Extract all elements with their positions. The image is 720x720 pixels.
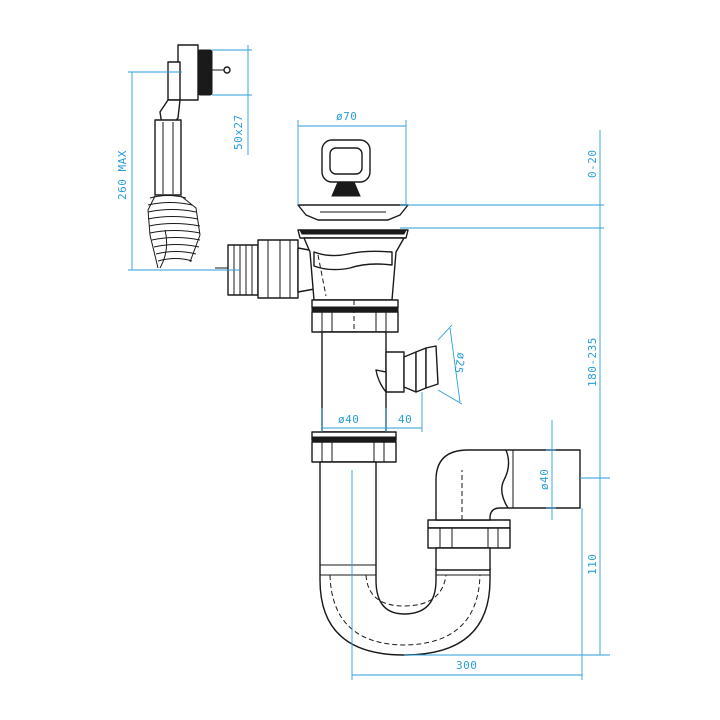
strainer-body — [303, 237, 405, 301]
outlet-height-label: 110 — [586, 554, 599, 575]
overflow-corrugated-hose — [147, 195, 201, 269]
overflow-nut — [257, 239, 299, 299]
side-inlet-base — [385, 351, 405, 393]
pipe-diameter-label: ø40 — [338, 413, 359, 426]
middle-nut — [311, 431, 397, 463]
trap-height-label: 180-235 — [586, 337, 599, 387]
dimensions: 260 MAX 50x27 ø70 0-20 180-235 ø25 ø40 4… — [116, 45, 610, 680]
strainer-assembly — [297, 139, 409, 301]
u-bend — [319, 461, 491, 656]
side-inlet-barb — [403, 345, 439, 393]
overflow-screw-head — [223, 66, 231, 74]
overflow-neck — [167, 61, 181, 101]
overflow-assembly — [147, 44, 321, 299]
overflow-tube — [154, 119, 182, 196]
strainer-diameter-label: ø70 — [336, 110, 357, 123]
overflow-plug-label: 50x27 — [232, 114, 245, 150]
overflow-connector — [215, 239, 321, 299]
tailpiece — [321, 331, 439, 433]
upper-nut — [311, 299, 399, 333]
plug-stem — [331, 181, 361, 197]
outlet-nut — [427, 519, 511, 549]
overflow-gasket — [197, 49, 213, 96]
outlet-diameter-label: ø40 — [538, 469, 551, 490]
inlet-offset-label: 40 — [398, 413, 412, 426]
strainer-adjust-label: 0-20 — [586, 150, 599, 179]
overflow-head — [177, 44, 199, 101]
overflow-height-label: 260 MAX — [116, 150, 129, 200]
outlet-elbow — [435, 449, 581, 571]
inlet-diameter-label: ø25 — [451, 351, 468, 374]
total-width-label: 300 — [456, 659, 477, 672]
break-line — [501, 449, 510, 509]
